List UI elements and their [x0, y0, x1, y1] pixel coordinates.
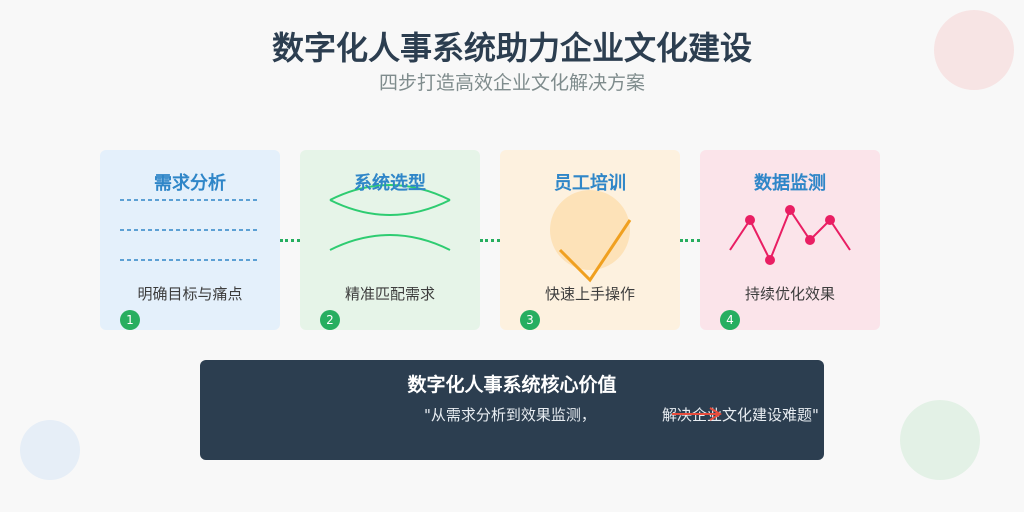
step-card-3: 员工培训 快速上手操作 3 [500, 150, 680, 330]
step-card-2: 系统选型 精准匹配需求 2 [300, 150, 480, 330]
step-title: 系统选型 [354, 173, 426, 194]
step-number-badge: 3 [520, 310, 540, 330]
step-description: 快速上手操作 [544, 285, 635, 303]
step-title: 员工培训 [554, 173, 626, 194]
step-description: 明确目标与痛点 [137, 285, 243, 303]
line-chart-icon [729, 205, 851, 265]
summary-text-left: "从需求分析到效果监测， [424, 406, 596, 424]
decor-circle-blue [20, 420, 80, 480]
step-number-badge: 4 [720, 310, 740, 330]
summary-text-right: 解决企业文化建设难题" [662, 406, 819, 424]
subtitle: 四步打造高效企业文化解决方案 [378, 72, 645, 94]
decor-circle-green [900, 400, 980, 480]
dashed-lines-icon [120, 199, 260, 261]
summary-title: 数字化人事系统核心价值 [407, 374, 617, 396]
connector-dots [680, 239, 700, 242]
step-number-badge: 2 [320, 310, 340, 330]
step-title: 需求分析 [154, 173, 226, 194]
step-number-badge: 1 [120, 310, 140, 330]
decor-circle-pink [934, 10, 1014, 90]
step-card-1: 需求分析 明确目标与痛点 1 [100, 150, 280, 330]
step-description: 持续优化效果 [744, 285, 835, 303]
main-title: 数字化人事系统助力企业文化建设 [271, 29, 752, 67]
step-description: 精准匹配需求 [344, 285, 435, 303]
step-title: 数据监测 [754, 173, 826, 194]
summary-box: 数字化人事系统核心价值 "从需求分析到效果监测， 解决企业文化建设难题" [200, 360, 824, 460]
checkmark-icon [550, 190, 632, 283]
step-card-4: 数据监测 持续优化效果 4 [700, 150, 880, 330]
arrow-right-icon [672, 407, 722, 421]
selection-curves-icon [329, 184, 451, 251]
connector-dots [280, 239, 300, 242]
connector-dots [480, 239, 500, 242]
